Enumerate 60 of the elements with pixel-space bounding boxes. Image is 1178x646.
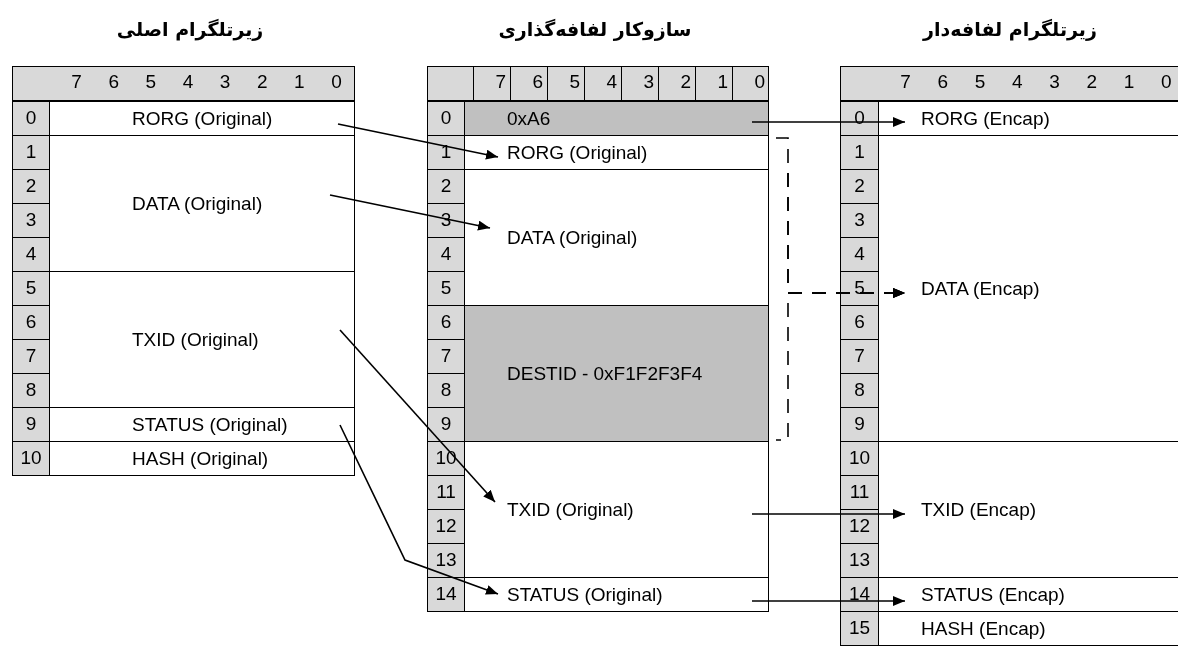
- row-number: 10: [12, 441, 50, 476]
- row-number: 3: [12, 203, 50, 238]
- row-number: 12: [427, 509, 465, 544]
- row-number: 1: [12, 135, 50, 170]
- row-number: 11: [427, 475, 465, 510]
- bit-number: 1: [293, 70, 306, 94]
- row-number: 1: [427, 135, 465, 170]
- bit-number: 4: [181, 70, 195, 94]
- bit-number: 0: [330, 70, 343, 94]
- bit-number: 2: [255, 70, 269, 94]
- arrow: [337, 123, 499, 160]
- bit-number: 0: [1160, 70, 1173, 94]
- row-number: 0: [12, 101, 50, 136]
- arrow: [751, 117, 906, 127]
- bit-number: 1: [1122, 70, 1136, 94]
- table-heading: زیرتلگرام لفافه‌دار: [921, 18, 1098, 40]
- packet-field: STATUS (Original): [464, 577, 769, 612]
- row-number: 8: [427, 373, 465, 408]
- bit-number: 3: [1048, 70, 1061, 94]
- row-number: 13: [427, 543, 465, 578]
- bit-number: 2: [1085, 70, 1099, 94]
- bracket-arrow: [775, 288, 906, 441]
- table-heading: زیرتلگرام اصلی: [115, 18, 265, 40]
- arrow: [329, 194, 491, 231]
- row-number: 2: [12, 169, 50, 204]
- bit-number: 6: [107, 70, 120, 94]
- row-number: 9: [12, 407, 50, 442]
- row-number: 5: [12, 271, 50, 306]
- packet-table: [427, 18, 769, 611]
- bit-number: 3: [218, 70, 232, 94]
- row-number: 7: [12, 339, 50, 374]
- bit-number: 7: [70, 70, 83, 94]
- table-heading: سازوکار لفافه‌گذاری: [497, 18, 693, 40]
- packet-field: RORG (Original): [49, 101, 355, 136]
- bit-number: 7: [899, 70, 912, 94]
- packet-field: HASH (Original): [49, 441, 355, 476]
- row-number: 5: [427, 271, 465, 306]
- arrow: [751, 509, 906, 519]
- row-number: 0: [427, 101, 465, 136]
- row-number: 9: [427, 407, 465, 442]
- row-number: 4: [427, 237, 465, 272]
- bit-number: 5: [144, 70, 158, 94]
- row-number: 14: [427, 577, 465, 612]
- arrow: [339, 329, 496, 503]
- row-number: 6: [12, 305, 50, 340]
- row-number: 15: [840, 611, 879, 646]
- bit-number: 5: [973, 70, 987, 94]
- bit-number: 4: [1011, 70, 1024, 94]
- packet-table: [12, 18, 355, 475]
- row-number: 4: [12, 237, 50, 272]
- arrow: [751, 596, 906, 606]
- packet-field: DESTID - 0xF1F2F3F4: [464, 305, 769, 442]
- bit-number: 6: [936, 70, 950, 94]
- row-number: 7: [427, 339, 465, 374]
- packet-field: 0xA6: [464, 101, 769, 136]
- row-number: 8: [12, 373, 50, 408]
- arrow: [339, 424, 499, 595]
- row-number: 6: [427, 305, 465, 340]
- packet-table: [840, 18, 1178, 645]
- row-number: 2: [427, 169, 465, 204]
